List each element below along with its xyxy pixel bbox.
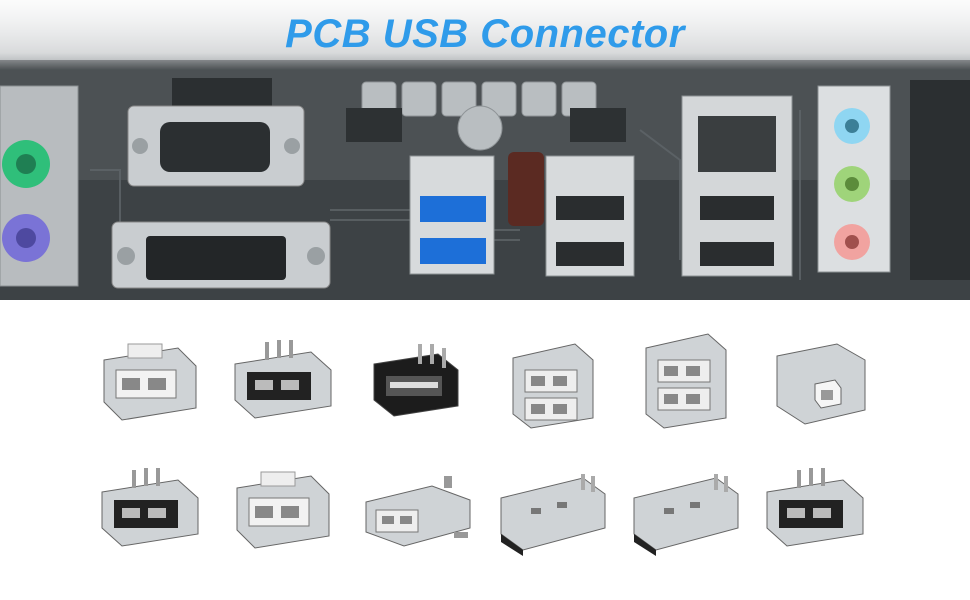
connector-illustration — [645, 333, 727, 429]
connector-illustration — [633, 474, 739, 556]
page-title: PCB USB Connector — [285, 12, 685, 56]
lan-usb-stack — [681, 95, 793, 277]
connector-illustration — [234, 340, 332, 419]
connector-usb-a-female-black-right-angle — [358, 330, 478, 430]
connector-illustration — [101, 468, 199, 547]
connector-illustration — [373, 344, 459, 417]
motherboard-banner — [0, 0, 970, 300]
ps2-ports — [0, 85, 79, 287]
connector-gallery — [92, 330, 892, 570]
connector-usb-a-dual-stack-b — [624, 330, 744, 430]
vga-dvi-connectors — [111, 78, 331, 289]
connector-illustration — [103, 343, 197, 421]
connector-usb-a-female-white-vertical — [92, 330, 212, 430]
connector-illustration — [500, 474, 606, 556]
usb3-blue-stack — [409, 155, 495, 275]
capacitors — [346, 81, 626, 151]
connector-usb-a-female-black-smd — [225, 330, 345, 430]
brown-capacitor — [508, 152, 544, 226]
connector-illustration — [236, 471, 330, 549]
connector-usb-b-female — [757, 330, 877, 430]
connector-illustration — [512, 343, 594, 429]
connector-usb-a-female-white-rear-pins — [225, 458, 345, 558]
usb2-stack-middle — [545, 155, 635, 277]
connector-usb-a-female-black-rear-pins — [92, 458, 212, 558]
connector-illustration — [776, 343, 866, 425]
audio-jacks — [817, 85, 891, 273]
banner-top-fade — [0, 0, 970, 70]
motherboard-illustration — [0, 60, 970, 300]
connector-usb-a-female-side-mount — [358, 458, 478, 558]
connector-usb-a-male-plug-a — [491, 458, 611, 558]
connector-usb-a-female-smd-flat — [757, 458, 877, 558]
connector-usb-a-dual-stack-a — [491, 330, 611, 430]
connector-usb-a-male-plug-b — [624, 458, 744, 558]
connector-illustration — [365, 476, 471, 547]
connector-illustration — [766, 468, 864, 547]
